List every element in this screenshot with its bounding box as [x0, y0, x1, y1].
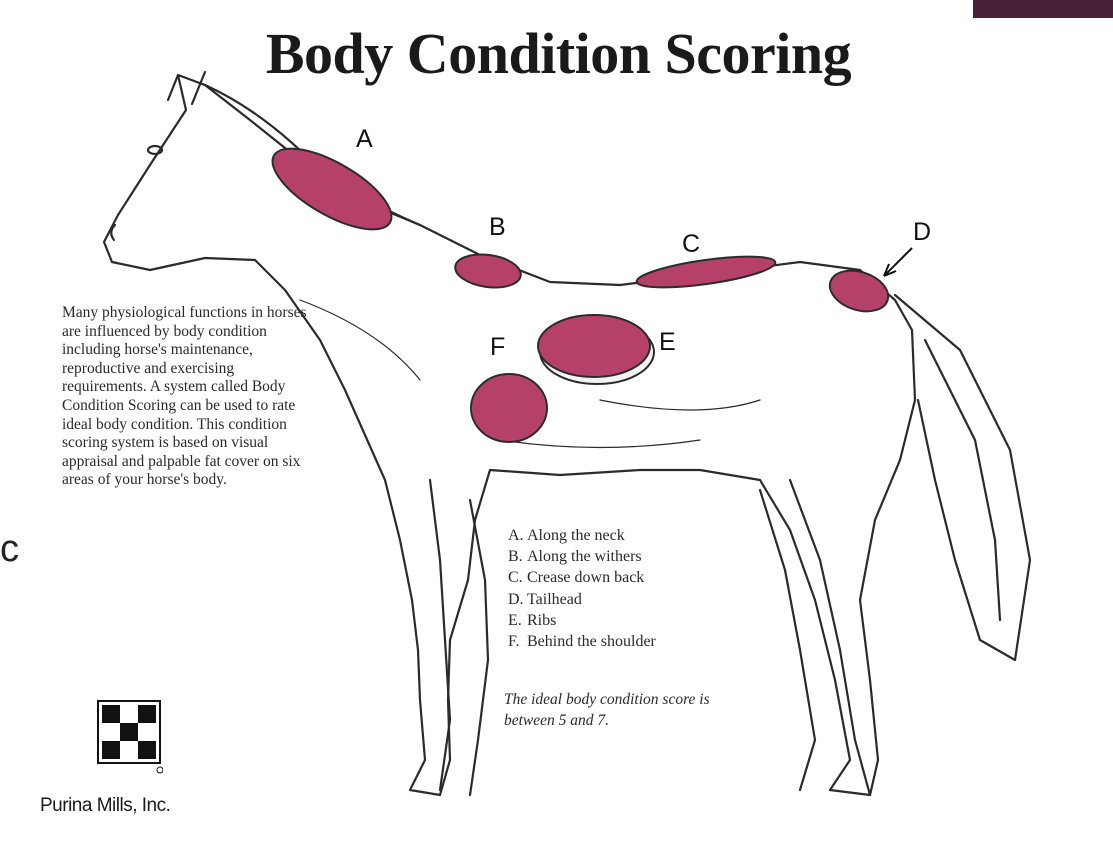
area-d-highlight: [825, 264, 894, 319]
checkerboard-logo-icon: [97, 700, 163, 780]
intro-paragraph: Many physiological functions in horses a…: [62, 304, 322, 490]
legend-text: Behind the shoulder: [527, 631, 656, 652]
area-label-f: F: [490, 333, 505, 361]
legend-item: C.Crease down back: [508, 567, 768, 588]
legend-item: E.Ribs: [508, 610, 768, 631]
area-label-d: D: [913, 218, 931, 246]
legend-text: Along the neck: [527, 525, 625, 546]
area-e-highlight: [538, 315, 650, 377]
area-label-e: E: [659, 328, 676, 356]
legend-item: F.Behind the shoulder: [508, 631, 768, 652]
area-c-highlight: [635, 250, 777, 293]
brand-name: Purina Mills, Inc.: [40, 795, 170, 817]
legend-item: B.Along the withers: [508, 546, 768, 567]
side-mark: c: [0, 528, 19, 571]
area-a-highlight: [261, 133, 403, 245]
legend-item: D.Tailhead: [508, 589, 768, 610]
area-label-b: B: [489, 213, 506, 241]
area-label-a: A: [356, 125, 373, 153]
legend-key: A.: [508, 525, 527, 546]
legend-key: C.: [508, 567, 527, 588]
legend-key: B.: [508, 546, 527, 567]
legend-text: Along the withers: [527, 546, 642, 567]
tailhead-arrow: [884, 248, 912, 276]
legend-text: Tailhead: [527, 589, 582, 610]
area-legend: A.Along the neck B.Along the withers C.C…: [508, 525, 768, 652]
ideal-score-note: The ideal body condition score is betwee…: [504, 690, 764, 731]
legend-key: E.: [508, 610, 527, 631]
legend-text: Crease down back: [527, 567, 644, 588]
area-label-c: C: [682, 230, 700, 258]
area-b-highlight: [453, 251, 523, 292]
legend-item: A.Along the neck: [508, 525, 768, 546]
legend-key: F.: [508, 631, 527, 652]
legend-key: D.: [508, 589, 527, 610]
legend-text: Ribs: [527, 610, 556, 631]
area-f-highlight: [471, 374, 547, 442]
